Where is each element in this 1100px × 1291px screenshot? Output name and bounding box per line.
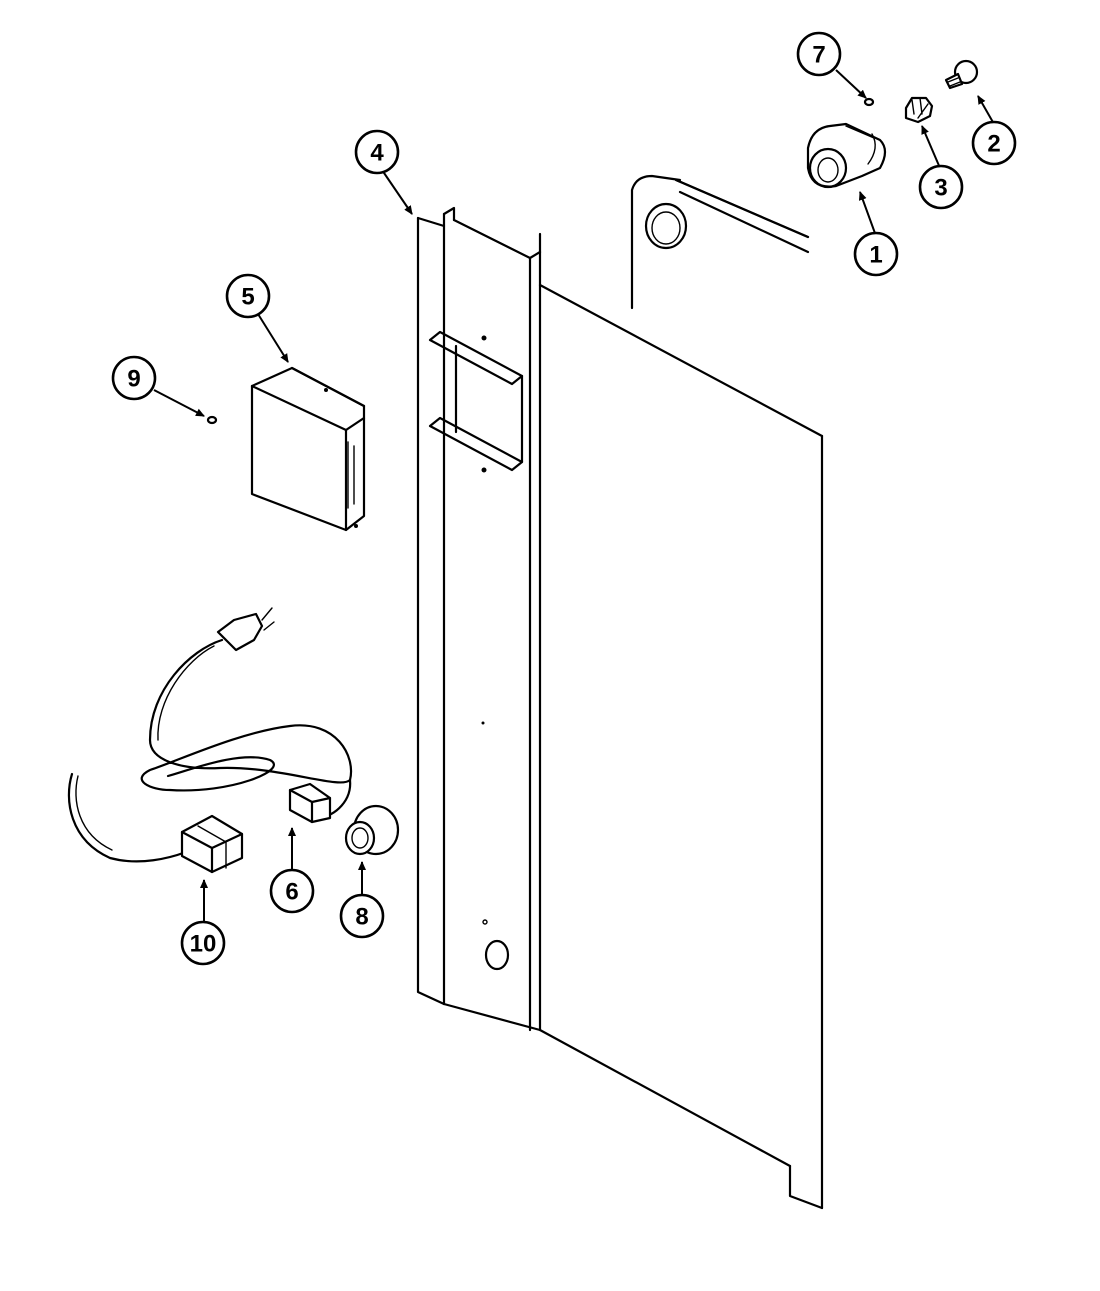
- part-1-light-socket-housing: [806, 122, 887, 189]
- part-5-box: [250, 366, 366, 532]
- callout-6: 6: [269, 868, 315, 914]
- callout-3: 3: [918, 164, 964, 210]
- cabinet-panel: [538, 174, 824, 1210]
- part-3-socket: [904, 96, 934, 124]
- part-4-channel: [416, 206, 542, 1032]
- callout-9: 9: [111, 355, 157, 401]
- part-7-screw: [863, 97, 875, 107]
- callout-5: 5: [225, 273, 271, 319]
- callout-8: 8: [339, 893, 385, 939]
- part-8-grommet: [344, 804, 400, 856]
- part-6-connector: [288, 782, 332, 824]
- callout-2-label: 2: [987, 131, 1000, 158]
- callout-2: 2: [971, 120, 1017, 166]
- callout-9-label: 9: [127, 366, 140, 393]
- part-10-plug: [180, 814, 244, 874]
- callout-10-label: 10: [190, 931, 217, 958]
- callout-5-label: 5: [241, 284, 254, 311]
- callout-10: 10: [180, 920, 226, 966]
- callout-3-label: 3: [934, 175, 947, 202]
- callout-1: 1: [853, 231, 899, 277]
- part-2-bulb: [944, 59, 979, 90]
- callout-4: 4: [354, 129, 400, 175]
- callout-4-label: 4: [370, 140, 384, 167]
- callout-6-label: 6: [285, 879, 298, 906]
- power-cord: [67, 607, 353, 863]
- callout-7: 7: [796, 31, 842, 77]
- callout-1-label: 1: [869, 242, 882, 269]
- callout-7-label: 7: [812, 42, 825, 69]
- callout-8-label: 8: [355, 904, 368, 931]
- cabinet-hole: [644, 202, 688, 250]
- leader-lines: [153, 69, 995, 922]
- part-9-screw: [206, 415, 218, 425]
